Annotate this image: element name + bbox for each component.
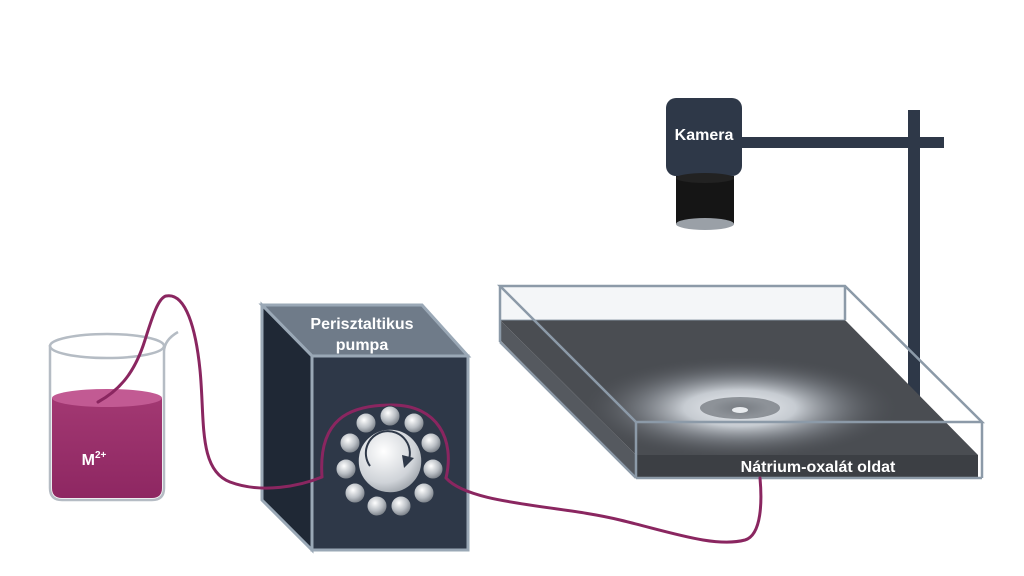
roller (366, 495, 388, 517)
beaker-glass (48, 330, 179, 502)
camera-body (666, 98, 742, 176)
tray-liquid-front (636, 455, 978, 478)
tray: Nátrium-oxalát oldat (496, 284, 986, 480)
stand-arm (740, 137, 944, 148)
pump-rotor (357, 428, 423, 494)
pump-rollers (335, 405, 444, 517)
tray-label: Nátrium-oxalát oldat (741, 459, 896, 476)
stand-pole (908, 110, 920, 420)
roller (403, 412, 425, 434)
roller (344, 482, 366, 504)
pump-label-line2: pumpa (336, 337, 389, 354)
pump: Perisztaltikus pumpa (258, 301, 472, 554)
roller (413, 482, 435, 504)
roller (420, 432, 442, 454)
tube-outlet (444, 476, 763, 544)
pump-tube-loop (320, 403, 450, 479)
beaker-solution (52, 398, 162, 498)
roller (379, 405, 401, 427)
roller (390, 495, 412, 517)
camera: Kamera (666, 98, 742, 230)
roller (422, 458, 444, 480)
camera-lens (676, 176, 734, 224)
rotation-arrow-icon (364, 430, 414, 468)
tube-inlet (96, 294, 324, 490)
roller (355, 412, 377, 434)
svg-text:M2+: M2+ (82, 450, 107, 469)
camera-label: Kamera (675, 127, 734, 144)
tray-glass (496, 284, 986, 480)
beaker: M2+ (48, 330, 179, 502)
pump-label-line1: Perisztaltikus (310, 316, 413, 333)
roller (335, 458, 357, 480)
beaker-label: M (82, 452, 95, 469)
tubing (96, 294, 763, 544)
camera-stand (740, 110, 944, 420)
camera-lens-rim (676, 218, 734, 230)
roller (339, 432, 361, 454)
beaker-label-superscript: 2+ (95, 450, 107, 461)
inlet-point (732, 407, 748, 413)
